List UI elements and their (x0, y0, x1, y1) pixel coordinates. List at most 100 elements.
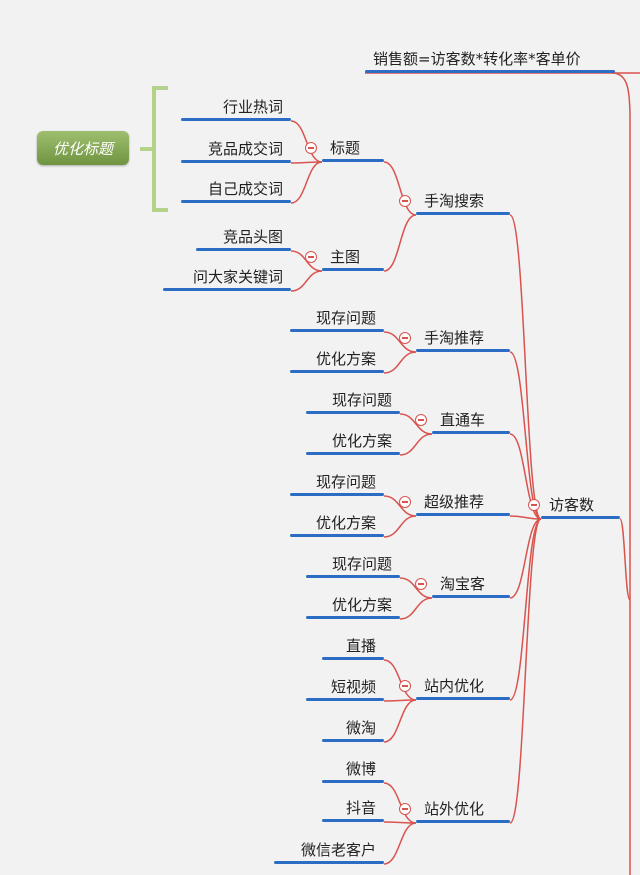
underline (290, 329, 384, 332)
underline (416, 212, 510, 215)
leaf-douyin[interactable]: 抖音 (322, 798, 384, 822)
connector-line (383, 659, 417, 701)
optimize-title-tag[interactable]: 优化标题 (37, 131, 129, 165)
shoutao-recommend-collapse-icon[interactable] (399, 332, 411, 344)
underline (416, 349, 510, 352)
leaf-super-plan[interactable]: 优化方案 (290, 513, 384, 537)
leaf-recommend-plan[interactable]: 优化方案 (290, 349, 384, 373)
connector-line (383, 161, 417, 216)
connector-line (290, 161, 323, 204)
super-recommend-collapse-icon[interactable] (399, 496, 411, 508)
connector-line (509, 518, 542, 701)
leaf-wechat-old-customers[interactable]: 微信老客户 (274, 840, 384, 864)
offsite-node[interactable]: 站外优化 (416, 799, 510, 823)
underline (432, 431, 510, 434)
shoutao-recommend-label: 手淘推荐 (424, 329, 485, 347)
leaf-label: 行业热词 (222, 98, 283, 116)
leaf-label: 现存问题 (331, 555, 392, 573)
title-collapse-icon[interactable] (305, 142, 317, 154)
underline (432, 595, 510, 598)
underline (322, 819, 384, 822)
leaf-label: 现存问题 (315, 309, 376, 327)
leaf-label: 现存问题 (315, 473, 376, 491)
connector-line (509, 518, 542, 599)
visitors-label: 访客数 (549, 496, 595, 514)
root-underline (365, 70, 615, 73)
connector-line (383, 822, 417, 865)
main-image-collapse-icon[interactable] (305, 251, 317, 263)
title-label: 标题 (330, 139, 361, 157)
underline (322, 268, 384, 271)
connector-line (509, 518, 542, 824)
ztc-collapse-icon[interactable] (415, 414, 427, 426)
underline (322, 739, 384, 742)
leaf-label: 问大家关键词 (192, 268, 283, 286)
underline (416, 513, 510, 516)
connector-line (399, 433, 433, 456)
leaf-industry-hot-words[interactable]: 行业热词 (181, 97, 291, 121)
leaf-label: 抖音 (345, 799, 376, 817)
leaf-label: 竞品头图 (222, 228, 283, 246)
leaf-ztc-issues[interactable]: 现存问题 (306, 390, 400, 414)
leaf-tbk-issues[interactable]: 现存问题 (306, 554, 400, 578)
underline (416, 697, 510, 700)
leaf-label: 自己成交词 (207, 180, 283, 198)
leaf-ask-everyone-keywords[interactable]: 问大家关键词 (163, 267, 291, 291)
onsite-collapse-icon[interactable] (399, 680, 411, 692)
connector-line (290, 270, 323, 292)
underline (274, 861, 384, 864)
shoutao-search-label: 手淘搜索 (424, 192, 485, 210)
leaf-weitao[interactable]: 微淘 (322, 718, 384, 742)
underline (163, 288, 291, 291)
leaf-label: 优化方案 (315, 514, 376, 532)
ztc-node[interactable]: 直通车 (432, 410, 510, 434)
onsite-node[interactable]: 站内优化 (416, 676, 510, 700)
underline (306, 411, 400, 414)
visitors-underline (541, 516, 620, 519)
leaf-short-video[interactable]: 短视频 (306, 677, 384, 701)
leaf-competitor-head-image[interactable]: 竞品头图 (196, 227, 291, 251)
title-node[interactable]: 标题 (322, 138, 384, 162)
underline (196, 248, 291, 251)
root-trunk-line (611, 72, 631, 875)
offsite-collapse-icon[interactable] (399, 803, 411, 815)
connector-line (509, 433, 542, 520)
leaf-label: 优化方案 (315, 350, 376, 368)
connector-line (290, 120, 323, 163)
visitors-collapse-icon[interactable] (528, 499, 540, 511)
connector-line (509, 515, 542, 520)
underline (416, 820, 510, 823)
underline (181, 118, 291, 121)
connector-line (383, 699, 417, 743)
leaf-label: 竞品成交词 (207, 140, 283, 158)
leaf-competitor-deal-words[interactable]: 竞品成交词 (181, 139, 291, 163)
leaf-tbk-plan[interactable]: 优化方案 (306, 595, 400, 619)
shoutao-search-node[interactable]: 手淘搜索 (416, 191, 510, 215)
leaf-super-issues[interactable]: 现存问题 (290, 472, 384, 496)
leaf-label: 微信老客户 (300, 841, 376, 859)
visitors-node[interactable]: 访客数 (541, 495, 620, 519)
leaf-ztc-plan[interactable]: 优化方案 (306, 431, 400, 455)
leaf-weibo[interactable]: 微博 (322, 759, 384, 783)
leaf-label: 直播 (345, 637, 376, 655)
shoutao-recommend-node[interactable]: 手淘推荐 (416, 328, 510, 352)
underline (322, 780, 384, 783)
leaf-own-deal-words[interactable]: 自己成交词 (181, 179, 291, 203)
offsite-label: 站外优化 (424, 800, 485, 818)
taobaoke-collapse-icon[interactable] (415, 578, 427, 590)
underline (181, 160, 291, 163)
super-recommend-node[interactable]: 超级推荐 (416, 492, 510, 516)
connector-line (399, 597, 433, 620)
connector-line (619, 518, 631, 601)
shoutao-search-collapse-icon[interactable] (399, 195, 411, 207)
taobaoke-node[interactable]: 淘宝客 (432, 574, 510, 598)
underline (306, 452, 400, 455)
root-node[interactable]: 销售额=访客数*转化率*客单价 (365, 49, 615, 73)
leaf-recommend-issues[interactable]: 现存问题 (290, 308, 384, 332)
leaf-live[interactable]: 直播 (322, 636, 384, 660)
main-image-node[interactable]: 主图 (322, 247, 384, 271)
connector-line (509, 351, 542, 520)
